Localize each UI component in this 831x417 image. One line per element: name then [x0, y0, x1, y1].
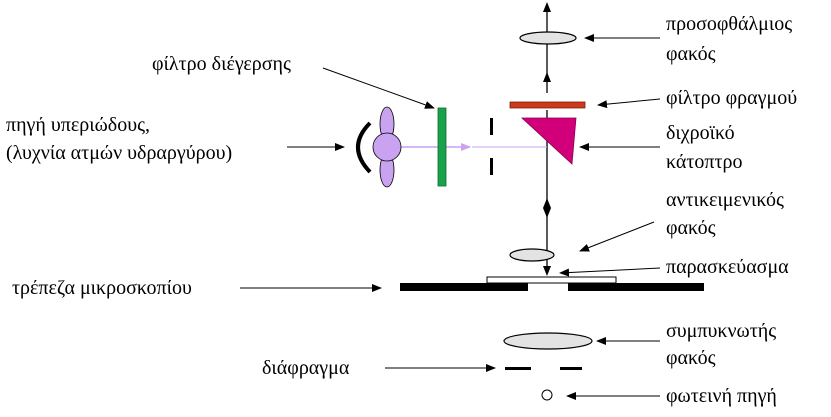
leader-barrier-filter	[597, 98, 661, 109]
label-condenser-line2: φακός	[666, 347, 716, 369]
label-uv-source-line2: (λυχνία ατμών υδραργύρου)	[6, 142, 233, 164]
label-eyepiece-line1: προσοφθάλμιος	[666, 13, 793, 35]
label-eyepiece-line2: φακός	[666, 43, 716, 65]
label-uv-source-line1: πηγή υπεριώδους,	[6, 114, 151, 136]
lamp-reflector	[356, 121, 372, 174]
label-objective-line1: αντικειμενικός	[666, 189, 784, 211]
axis-arrow-down-objective	[543, 208, 551, 218]
microscope-stage-right	[568, 283, 704, 291]
condenser-lens	[503, 332, 593, 350]
leader-specimen	[559, 267, 661, 277]
label-diaphragm: διάφραγμα	[262, 357, 350, 379]
axis-arrow-up-mid	[543, 72, 551, 82]
objective-lens	[509, 248, 555, 262]
leader-excitation-filter	[322, 67, 435, 109]
label-dichroic-line2: κάτοπτρο	[666, 151, 743, 173]
light-source-bulb	[541, 389, 553, 401]
diaphragm-right-blade	[560, 367, 582, 370]
microscope-stage-left	[400, 283, 528, 291]
excitation-filter	[437, 107, 447, 187]
axis-arrow-down-specimen	[543, 266, 551, 276]
aperture-slit-lower	[490, 158, 493, 175]
axis-arrow-top	[543, 2, 551, 12]
leader-objective-lens	[579, 221, 655, 252]
label-specimen: παρασκεύασμα	[666, 256, 789, 278]
aperture-slit-upper	[490, 118, 493, 135]
lamp-bulb	[372, 132, 402, 162]
specimen-slide	[486, 276, 617, 284]
label-stage: τρέπεζα μικροσκοπίου	[12, 277, 192, 299]
label-barrier-filter: φίλτρο φραγμού	[666, 87, 798, 109]
label-objective-line2: φακός	[666, 217, 716, 239]
label-light-source: φωτεινή πηγή	[666, 385, 777, 407]
diaphragm-left-blade	[505, 367, 531, 370]
dichroic-mirror	[520, 117, 577, 165]
label-excitation-filter: φίλτρο διέγερσης	[152, 53, 291, 75]
eyepiece-lens	[519, 31, 577, 45]
barrier-filter	[509, 101, 586, 109]
label-dichroic-line1: διχροϊκό	[666, 122, 735, 144]
axis-arrow-up-objective	[543, 198, 551, 208]
label-condenser-line1: συμπυκνωτής	[666, 320, 777, 342]
